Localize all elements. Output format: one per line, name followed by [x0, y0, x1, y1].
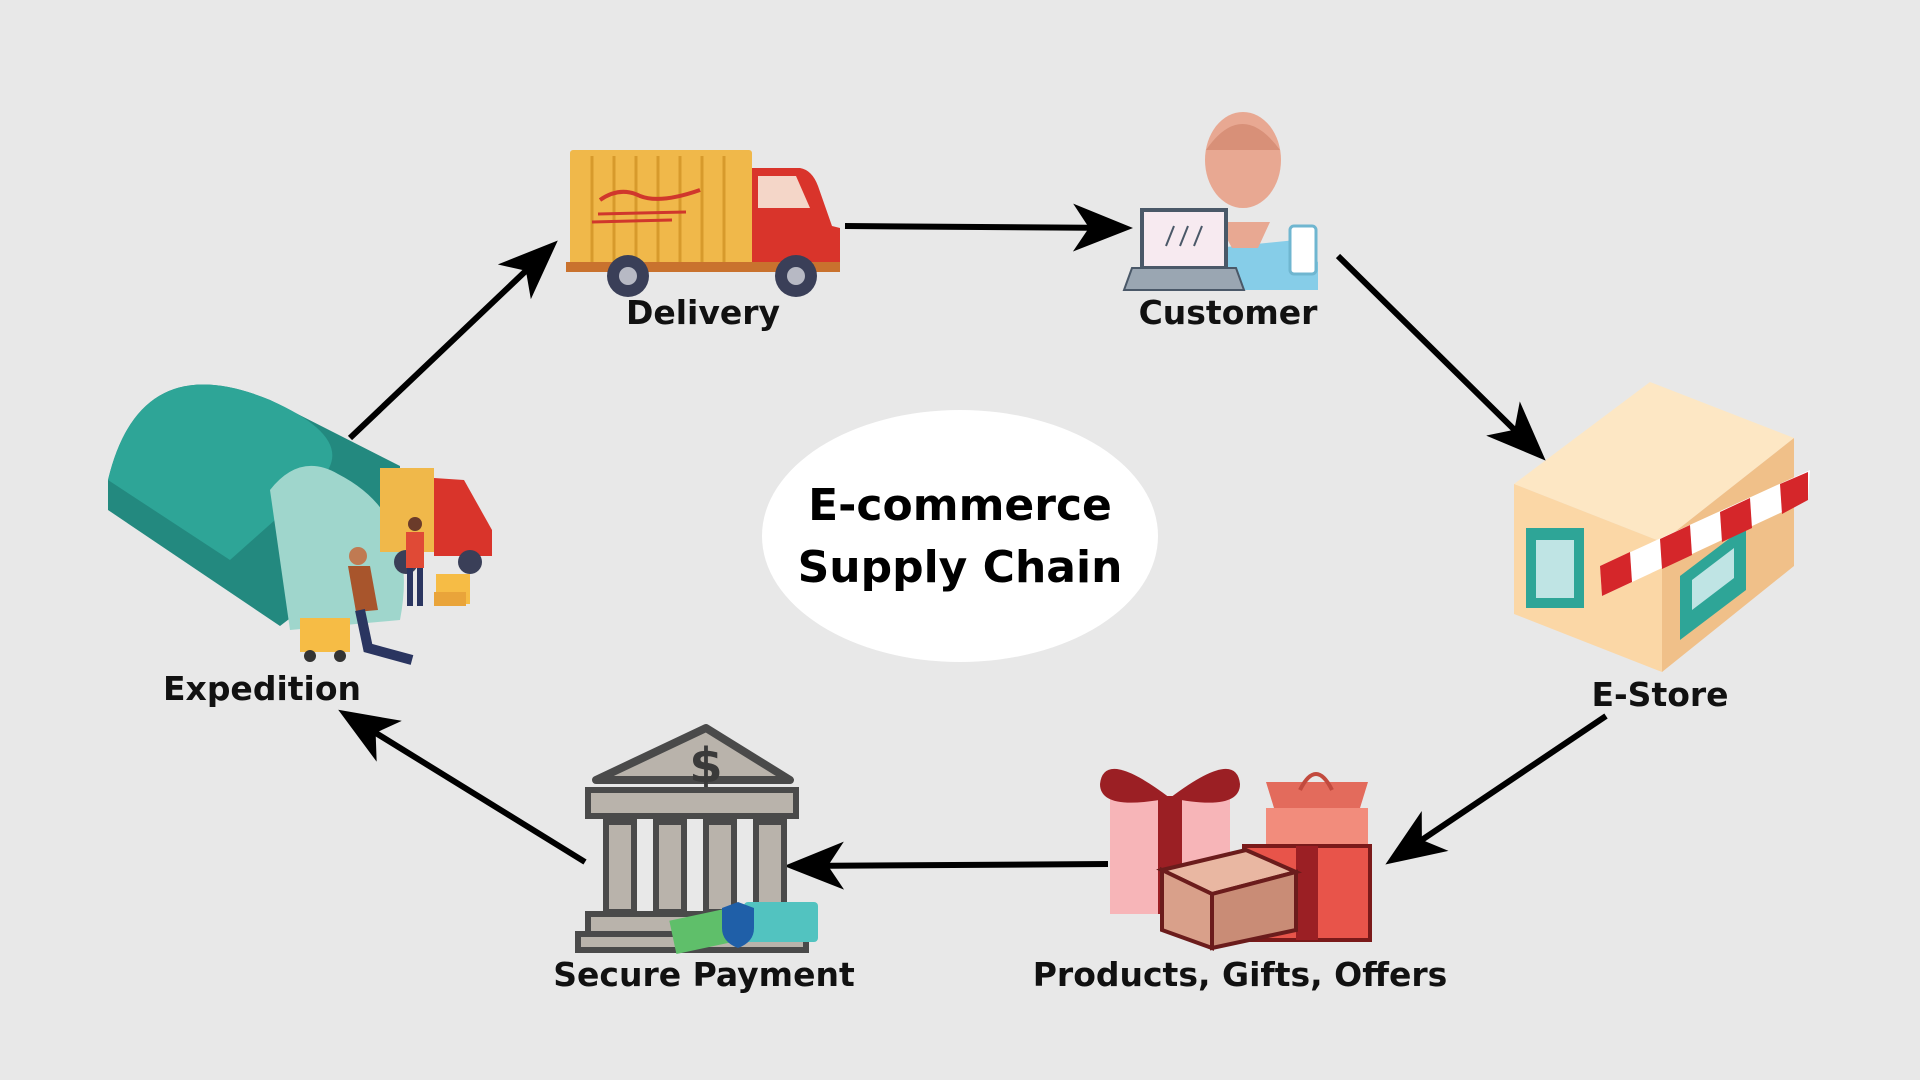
svg-text:$: $: [689, 738, 722, 794]
arrow-products-to-payment: [784, 841, 1109, 890]
node-label-payment: Secure Payment: [553, 955, 855, 994]
bank-building-icon: $: [575, 724, 818, 954]
center-title-line2: Supply Chain: [798, 542, 1123, 593]
arrow-delivery-to-customer: [844, 203, 1133, 252]
center-hub: E-commerce Supply Chain: [762, 410, 1158, 662]
center-title-line1: E-commerce: [808, 480, 1112, 531]
node-label-customer: Customer: [1139, 293, 1319, 332]
arrow-payment-to-expedition: [338, 709, 587, 865]
customer-laptop-icon: [1122, 112, 1318, 291]
arrow-estore-to-products: [1385, 713, 1608, 865]
gift-boxes-icon: [1100, 768, 1372, 951]
node-label-expedition: Expedition: [163, 669, 361, 708]
flow-arrows: [338, 203, 1608, 890]
center-ellipse: [762, 410, 1158, 662]
warehouse-icon: [108, 384, 492, 665]
arrow-customer-to-estore: [1335, 253, 1546, 461]
e-store-shop-icon: [1514, 382, 1810, 672]
node-label-delivery: Delivery: [626, 293, 780, 332]
arrow-expedition-to-delivery: [347, 240, 558, 441]
delivery-truck-icon: [566, 150, 840, 297]
node-label-estore: E-Store: [1591, 675, 1728, 714]
node-label-products: Products, Gifts, Offers: [1033, 955, 1448, 994]
